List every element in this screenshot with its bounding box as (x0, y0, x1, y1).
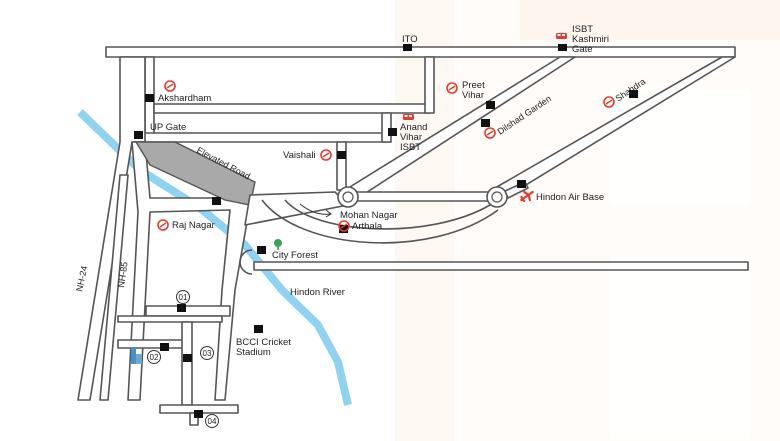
metro-icon (164, 80, 176, 92)
arrow-head (325, 209, 332, 218)
label-city-forest: City Forest (272, 250, 318, 261)
roundabout-hindon-inner (491, 191, 503, 203)
road-arc-hindon-inner (284, 199, 491, 230)
label-anand-line-3: ISBT (400, 142, 421, 153)
site-04: 04 (205, 414, 219, 428)
metro-icon (484, 127, 496, 139)
site-02: 02 (147, 350, 161, 364)
marker-03 (183, 354, 192, 362)
marker-isbt-kashmiri-gate (558, 44, 567, 51)
site-04-number: 04 (208, 417, 217, 426)
label-preet-line-1: Preet (462, 80, 485, 91)
airplane-icon (520, 190, 534, 203)
site-02-number: 02 (150, 353, 159, 362)
road-block-04 (159, 404, 239, 414)
metro-icon (157, 219, 169, 231)
road-arc-hindon (261, 199, 499, 244)
marker-hindon-air-base (517, 180, 526, 188)
label-nh85: NH-85 (116, 261, 130, 288)
label-up-gate: UP Gate (150, 122, 186, 133)
label-raj-nagar: Raj Nagar (172, 220, 215, 231)
label-isbt-line-2: Kashmiri (572, 34, 609, 45)
marker-01 (177, 304, 186, 312)
marker-04 (194, 410, 203, 418)
road-anand-vihar (381, 112, 392, 143)
label-preet-vihar: Preet Vihar (462, 80, 487, 101)
road-vaishali (336, 141, 347, 191)
marker-dilshad-garden (481, 119, 490, 127)
label-mohan-nagar: Mohan Nagar (340, 210, 398, 221)
road-block-01 (145, 305, 231, 317)
roundabout-mohan-nagar-inner (342, 191, 354, 203)
label-bcci-line-2: Stadium (236, 347, 271, 358)
bus-icon (556, 33, 567, 39)
label-isbt-kashmiri-gate: ISBT Kashmiri Gate (572, 24, 612, 55)
marker-up-gate (134, 131, 143, 139)
site-03-number: 03 (203, 349, 212, 358)
label-isbt-line-1: ISBT (572, 24, 593, 35)
label-anand-vihar: Anand Vihar ISBT (400, 122, 430, 153)
road-link-mohan-nagar (244, 191, 349, 226)
road-block-mid (117, 315, 223, 323)
label-hindon-air-base: Hindon Air Base (536, 192, 604, 203)
road-nh85 (99, 174, 129, 401)
metro-icon (338, 220, 350, 232)
metro-icon (446, 82, 458, 94)
metro-icon (320, 149, 332, 161)
road-block-02 (117, 339, 189, 349)
marker-ito (403, 44, 412, 51)
metro-icon (603, 96, 615, 108)
marker-shahdra (629, 90, 638, 98)
location-markers (134, 44, 638, 418)
bus-icon (403, 114, 414, 120)
label-nh24: NH-24 (74, 265, 89, 293)
site-01-number: 01 (179, 293, 188, 302)
building-icon (131, 347, 142, 364)
label-anand-line-2: Vihar (400, 132, 422, 143)
label-hindon-river: Hindon River (290, 287, 345, 298)
road-block-03-vertical (181, 321, 193, 406)
road-ito-vertical (424, 56, 435, 114)
label-isbt-line-3: Gate (572, 44, 593, 55)
label-akshardham: Akshardham (158, 93, 211, 104)
arrow-to-mohan-nagar (299, 203, 331, 215)
road-akshardham (153, 103, 431, 114)
marker-city-forest (257, 246, 266, 254)
marker-bcci-stadium (254, 325, 263, 333)
site-01: 01 (176, 290, 190, 304)
metro-icons (157, 80, 615, 232)
road-up-gate (131, 132, 391, 143)
road-ito (105, 46, 736, 58)
marker-arthala (339, 225, 348, 233)
marker-vaishali (337, 151, 346, 159)
marker-preet-vihar (486, 101, 495, 109)
road-city-forest-east (253, 261, 749, 271)
label-preet-line-2: Vihar (462, 90, 484, 101)
label-ito: ITO (402, 34, 418, 45)
label-bcci-line-1: BCCI Cricket (236, 337, 291, 348)
marker-02 (160, 343, 169, 351)
label-vaishali: Vaishali (283, 150, 316, 161)
label-bcci-stadium: BCCI Cricket Stadium (236, 337, 294, 358)
city-forest-loop (239, 249, 253, 275)
marker-akshardham (145, 94, 154, 102)
site-03: 03 (200, 346, 214, 360)
label-anand-line-1: Anand (400, 122, 427, 133)
road-roundabout-link (354, 191, 491, 202)
tree-icon (274, 239, 282, 250)
marker-anand-vihar (388, 128, 397, 136)
label-arthala: Arthala (352, 221, 383, 232)
road-grid-left (127, 141, 251, 401)
marker-raj-nagar-north (212, 197, 221, 205)
